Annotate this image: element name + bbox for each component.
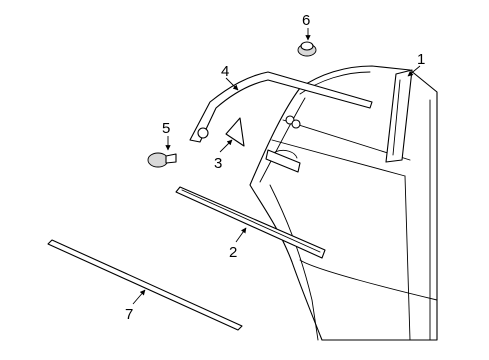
svg-text:2: 2: [229, 244, 237, 261]
part-1-pillar-applique: [385, 69, 413, 163]
svg-text:1: 1: [417, 51, 425, 68]
part-3-triangle-applique: [225, 117, 245, 147]
svg-text:3: 3: [214, 155, 222, 172]
part-5-push-pin-clip: [147, 152, 177, 168]
callout-4: 4: [221, 63, 239, 91]
callout-5: 5: [162, 120, 171, 151]
rear-door-shell: [249, 65, 438, 341]
callout-3: 3: [214, 139, 233, 172]
door-handle: [265, 149, 301, 173]
callout-6: 6: [302, 12, 311, 41]
part-2-side-molding: [175, 186, 326, 259]
svg-text:7: 7: [125, 306, 133, 323]
callout-7: 7: [125, 289, 146, 323]
callout-2: 2: [229, 227, 247, 261]
svg-text:4: 4: [221, 63, 229, 80]
part-6-grommet: [297, 41, 317, 57]
part-7-rocker-molding: [47, 239, 243, 331]
svg-text:6: 6: [302, 12, 310, 29]
svg-text:5: 5: [162, 120, 170, 137]
callout-1: 1: [407, 51, 425, 77]
